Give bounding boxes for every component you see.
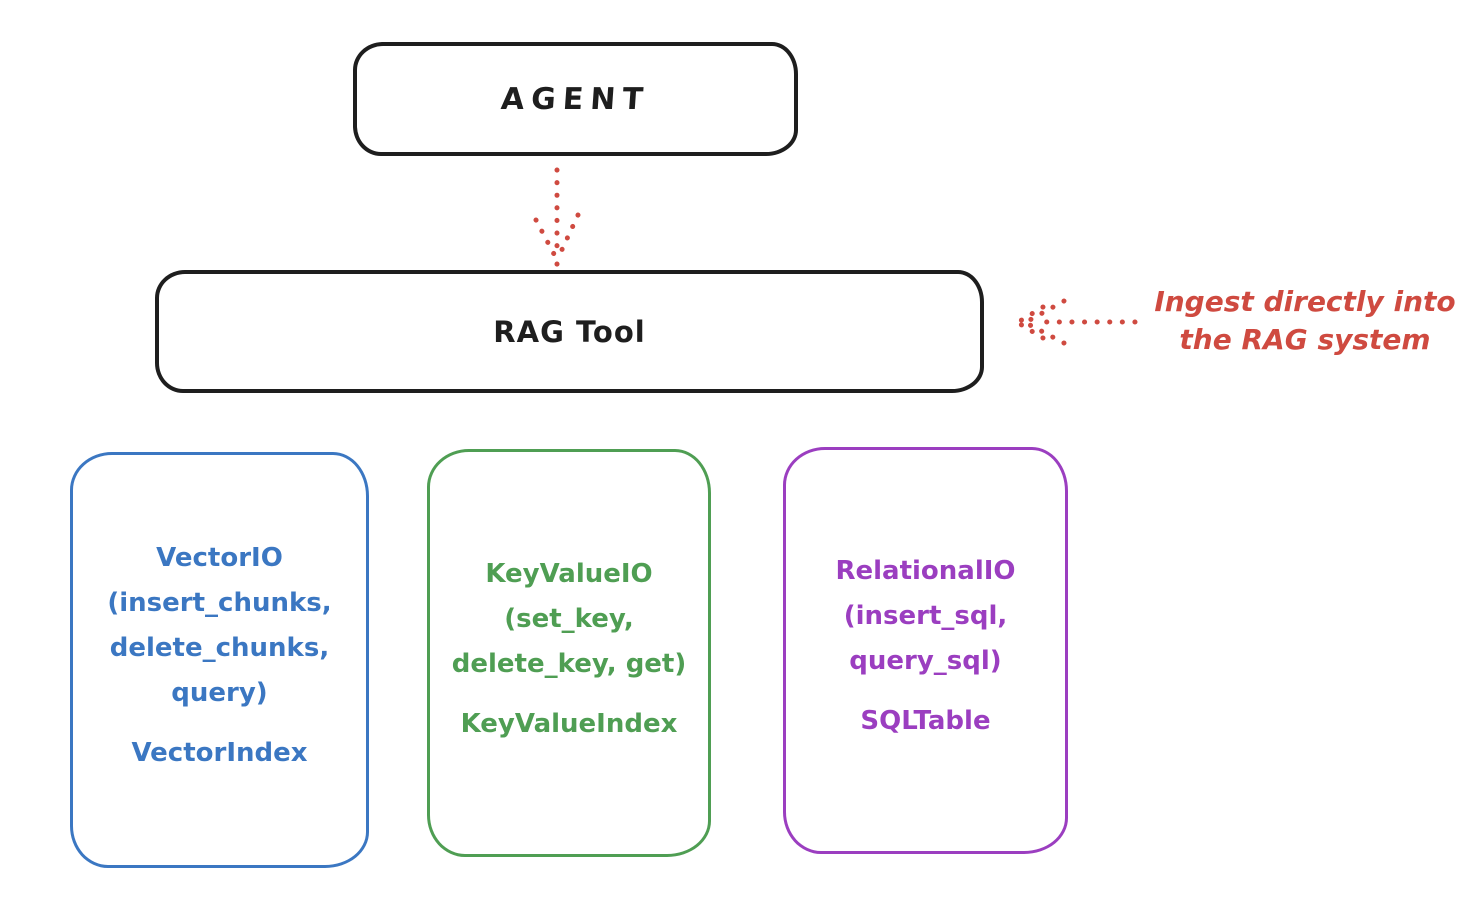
agent-box: AGENT xyxy=(353,42,798,156)
ingest-annotation-line1: Ingest directly into xyxy=(1154,285,1456,318)
vector-io-operations-label: VectorIO (insert_chunks, delete_chunks, … xyxy=(107,543,332,708)
relational-io-box: RelationalIO (insert_sql, query_sql) SQL… xyxy=(783,447,1068,854)
rag-tool-box-label: RAG Tool xyxy=(493,314,646,349)
keyvalue-io-box: KeyValueIO (set_key, delete_key, get) Ke… xyxy=(427,449,711,857)
ingest-annotation-arrow xyxy=(1017,298,1138,346)
keyvalue-index-label: KeyValueIndex xyxy=(460,708,678,739)
agent-box-label: AGENT xyxy=(499,81,652,117)
vector-io-box: VectorIO (insert_chunks, delete_chunks, … xyxy=(70,452,369,868)
keyvalue-io-operations-label: KeyValueIO (set_key, delete_key, get) xyxy=(451,558,687,679)
relational-io-operations-label: RelationalIO (insert_sql, query_sql) xyxy=(835,556,1016,676)
vector-index-label: VectorIndex xyxy=(131,738,308,768)
ingest-annotation-line2: the RAG system xyxy=(1179,323,1431,356)
rag-tool-box: RAG Tool xyxy=(155,270,984,393)
sql-table-label: SQLTable xyxy=(860,706,991,736)
agent-to-rag-arrow xyxy=(533,167,581,267)
ingest-annotation: Ingest directly into the RAG system xyxy=(1140,283,1470,359)
